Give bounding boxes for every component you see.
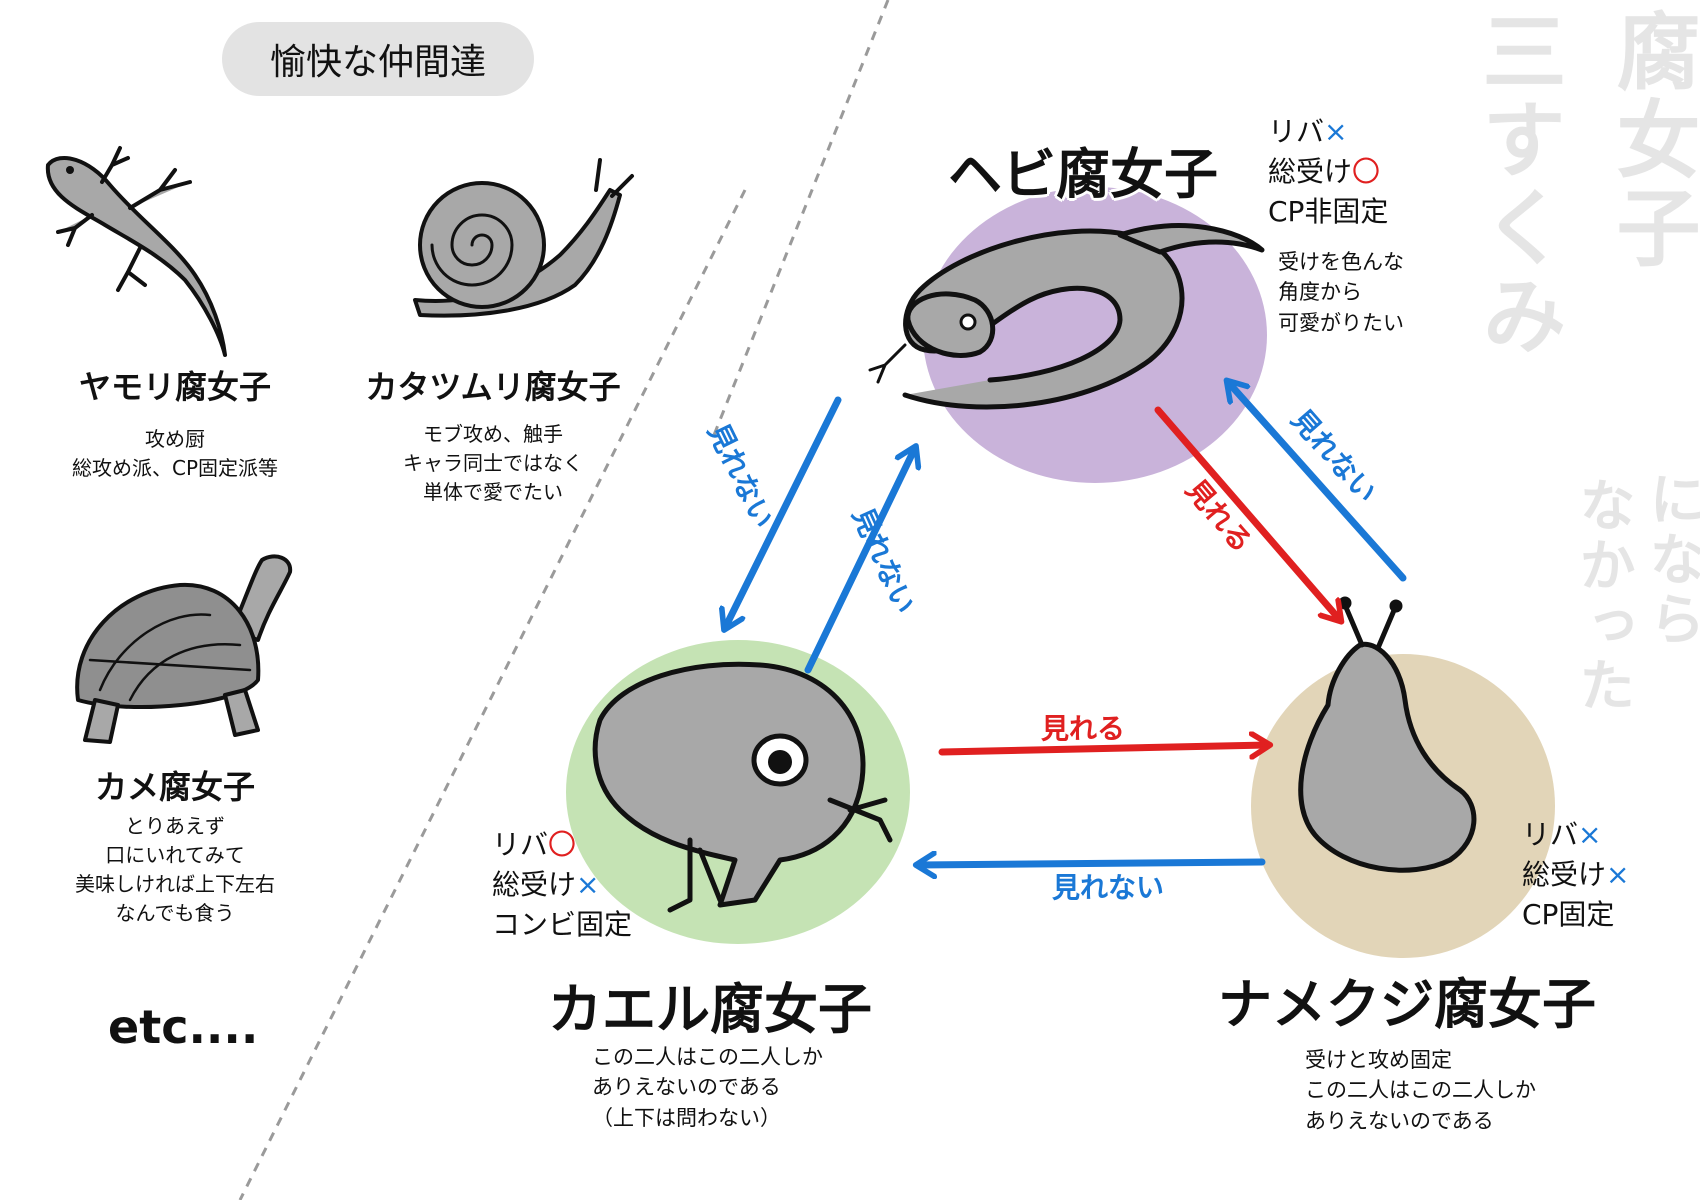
snake-attr-cp: CP非固定: [1268, 194, 1389, 228]
arrow-frog-to-snake: [804, 448, 915, 674]
slug-attr-sou-uke: 総受け×: [1522, 857, 1630, 891]
turtle-name: カメ腐女子: [94, 768, 255, 806]
frog-attrs: リバ〇 総受け× コンビ固定: [492, 825, 632, 944]
snail-illustration: [413, 158, 634, 318]
snake-attr-reverse: リバ×: [1268, 115, 1348, 148]
arrow-slug-to-snake: [1228, 382, 1407, 582]
snail-name: カタツムリ腐女子: [365, 368, 621, 406]
left-panel-heading: 愉快な仲間達: [269, 42, 486, 83]
frog-illustration: [592, 661, 893, 913]
slug-illustration: [1298, 596, 1477, 873]
snail-desc: モブ攻め、触手 キャラ同士ではなく 単体で愛でたい: [403, 422, 583, 504]
gecko-desc: 攻め厨 総攻め派、CP固定派等: [71, 427, 279, 480]
label-slug-to-frog: 見れない: [1051, 871, 1165, 904]
heading-pill: [222, 22, 534, 96]
label-frog-to-slug: 見れる: [1040, 712, 1126, 745]
etc-text: etc....: [108, 1000, 259, 1054]
arrow-slug-to-frog: [918, 862, 1266, 865]
snake-illustration: [868, 223, 1265, 410]
frog-desc: この二人はこの二人しか ありえないのである （上下は問わない）: [592, 1045, 823, 1130]
frog-name: カエル腐女子: [548, 978, 872, 1041]
frog-attr-sou-uke: 総受け×: [492, 867, 600, 901]
slug-name: ナメクジ腐女子: [1218, 973, 1596, 1036]
arrow-frog-to-slug: [938, 745, 1268, 752]
arrow-snake-to-slug: [1154, 406, 1340, 620]
turtle-desc: とりあえず 口にいれてみて 美味しければ上下左右 なんでも食う: [75, 814, 275, 925]
gecko-name: ヤモリ腐女子: [78, 368, 271, 406]
title-vertical-col1: 腐女子: [1603, 8, 1700, 272]
frog-attr-reverse: リバ〇: [492, 828, 577, 861]
slug-attrs: リバ× 総受け× CP固定: [1522, 815, 1629, 934]
title-vertical-col2: 三すくみ: [1469, 8, 1567, 360]
frog-attr-cp: コンビ固定: [492, 907, 633, 941]
slug-desc: 受けと攻め固定 この二人はこの二人しか ありえないのである: [1305, 1048, 1536, 1133]
snake-attr-sou-uke: 総受け〇: [1268, 154, 1381, 188]
gecko-illustration: [45, 146, 227, 357]
arrow-snake-to-frog: [725, 396, 842, 628]
slug-attr-reverse: リバ×: [1522, 818, 1602, 851]
turtle-illustration: [75, 554, 293, 744]
divider-line-upper: [710, 0, 890, 441]
divider-line-lower: [238, 189, 747, 1200]
snake-attrs: リバ× 総受け〇 CP非固定: [1268, 112, 1388, 231]
snake-desc: 受けを色んな 角度から 可愛がりたい: [1278, 250, 1404, 335]
snake-name: ヘビ腐女子: [948, 143, 1218, 206]
title-vertical-col3: になら: [1640, 470, 1700, 650]
slug-attr-cp: CP固定: [1522, 897, 1615, 931]
title-vertical-col4: なかった: [1570, 476, 1635, 716]
